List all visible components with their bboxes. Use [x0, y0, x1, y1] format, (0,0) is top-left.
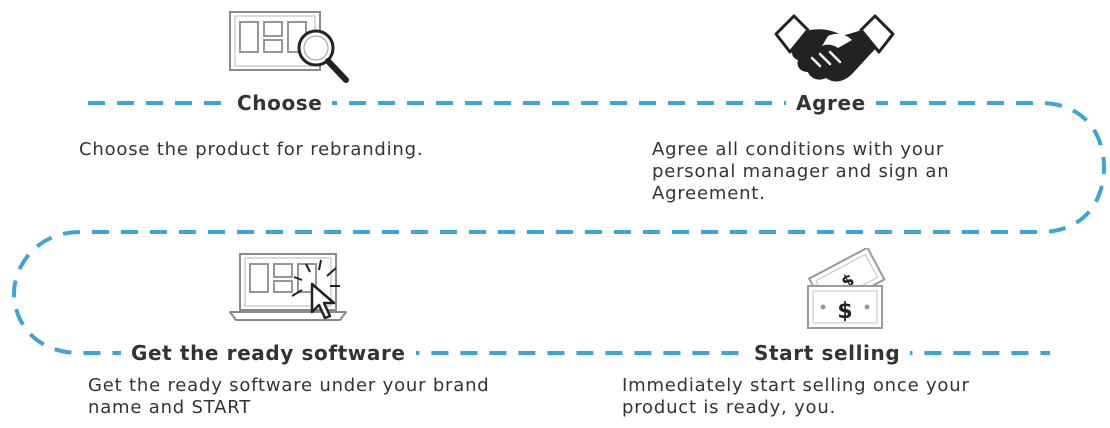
step-desc-choose: Choose the product for rebranding. — [79, 139, 424, 160]
monitor-search-icon — [229, 11, 349, 83]
step-title-get-software: Get the ready software — [121, 340, 416, 366]
step-desc-agree: Agree all conditions with your personal … — [652, 139, 950, 204]
step-desc-start-selling: Immediately start selling once your prod… — [622, 375, 970, 418]
money-icon: $ $ — [807, 248, 886, 329]
step-desc-get-software: Get the ready software under your brand … — [88, 375, 490, 418]
svg-text:$: $ — [837, 299, 852, 324]
step-title-start-selling: Start selling — [744, 340, 911, 366]
laptop-cursor-icon — [229, 253, 347, 321]
step-title-agree: Agree — [786, 90, 876, 116]
handshake-icon — [774, 14, 895, 82]
step-title-choose: Choose — [227, 90, 333, 116]
dashed-connector — [11, 101, 1107, 355]
